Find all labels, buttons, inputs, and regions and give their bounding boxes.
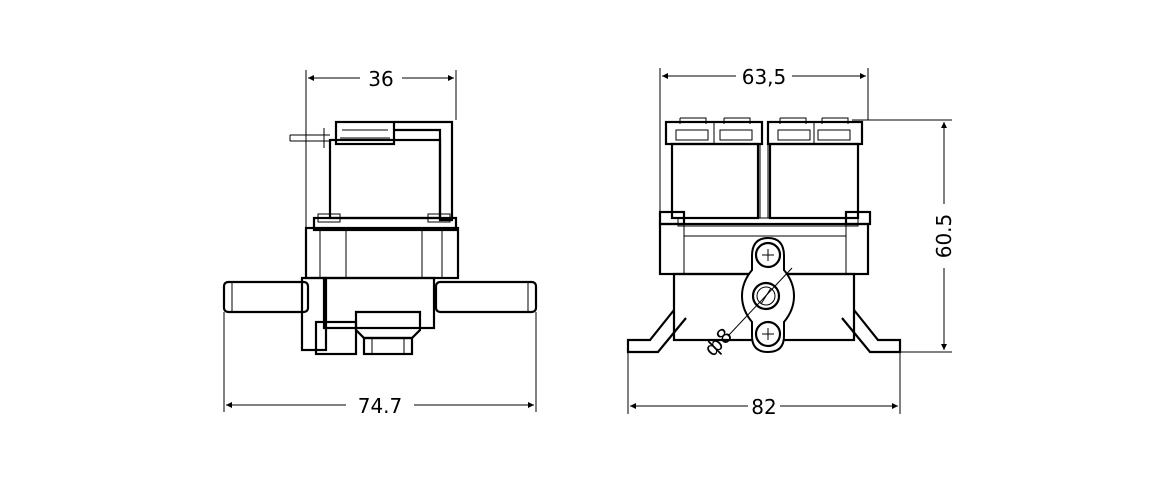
side-bracket bbox=[394, 120, 454, 222]
dim-phi8-label: ф8 bbox=[699, 323, 737, 361]
side-flange bbox=[304, 226, 460, 280]
front-coil-right bbox=[768, 142, 860, 220]
front-screw-bottom bbox=[754, 320, 782, 348]
front-screw-bottom-cross bbox=[762, 328, 774, 340]
front-connector-slots bbox=[675, 129, 851, 141]
side-flange-lines bbox=[319, 228, 443, 278]
front-port-hole bbox=[751, 281, 781, 311]
side-lower-block bbox=[314, 320, 358, 356]
side-screw-left bbox=[317, 213, 341, 223]
front-connector-dividers bbox=[713, 122, 815, 144]
side-pipe-ends bbox=[231, 282, 529, 312]
front-flange-lines bbox=[683, 224, 847, 274]
front-screw-top-cross bbox=[762, 249, 774, 261]
front-coil-base bbox=[677, 217, 859, 227]
side-nut-lines bbox=[371, 338, 405, 354]
side-dimension-36: 36 bbox=[305, 67, 457, 228]
side-nut-base bbox=[362, 336, 414, 356]
side-pipe-right bbox=[434, 280, 538, 314]
side-flange-top bbox=[312, 216, 458, 232]
front-port-plate bbox=[740, 236, 796, 354]
front-screw-top bbox=[754, 241, 782, 269]
side-view bbox=[222, 120, 538, 356]
front-port-inner bbox=[756, 286, 776, 306]
front-foot-right bbox=[841, 309, 902, 354]
front-connector-right bbox=[766, 120, 864, 146]
side-terminal bbox=[289, 128, 330, 148]
front-connector-tabs bbox=[679, 117, 849, 124]
front-dimension-82: 82 bbox=[627, 352, 901, 419]
side-pipe-left bbox=[222, 280, 310, 314]
front-view bbox=[626, 117, 902, 354]
side-dimension-74-7: 74.7 bbox=[223, 312, 537, 418]
front-dimension-63-5: 63,5 bbox=[659, 65, 869, 212]
side-hex-nut bbox=[354, 310, 422, 340]
front-coil-left bbox=[670, 142, 760, 220]
side-coil-cap bbox=[334, 120, 396, 146]
dim-74-7-label: 74.7 bbox=[358, 394, 403, 418]
front-coil-gap bbox=[759, 144, 769, 218]
dim-60-5-label: 60.5 bbox=[932, 214, 956, 259]
front-dimension-60-5: 60.5 bbox=[852, 119, 956, 353]
side-valve-body bbox=[322, 276, 436, 330]
side-screw-right bbox=[427, 213, 451, 223]
side-coil-body bbox=[328, 138, 442, 220]
front-foot-left bbox=[626, 309, 687, 354]
dim-63-5-label: 63,5 bbox=[742, 65, 787, 89]
dim-36-label: 36 bbox=[368, 67, 393, 91]
side-cap-lines bbox=[340, 129, 390, 139]
dim-82-label: 82 bbox=[751, 395, 776, 419]
side-outlet-block bbox=[300, 276, 328, 352]
